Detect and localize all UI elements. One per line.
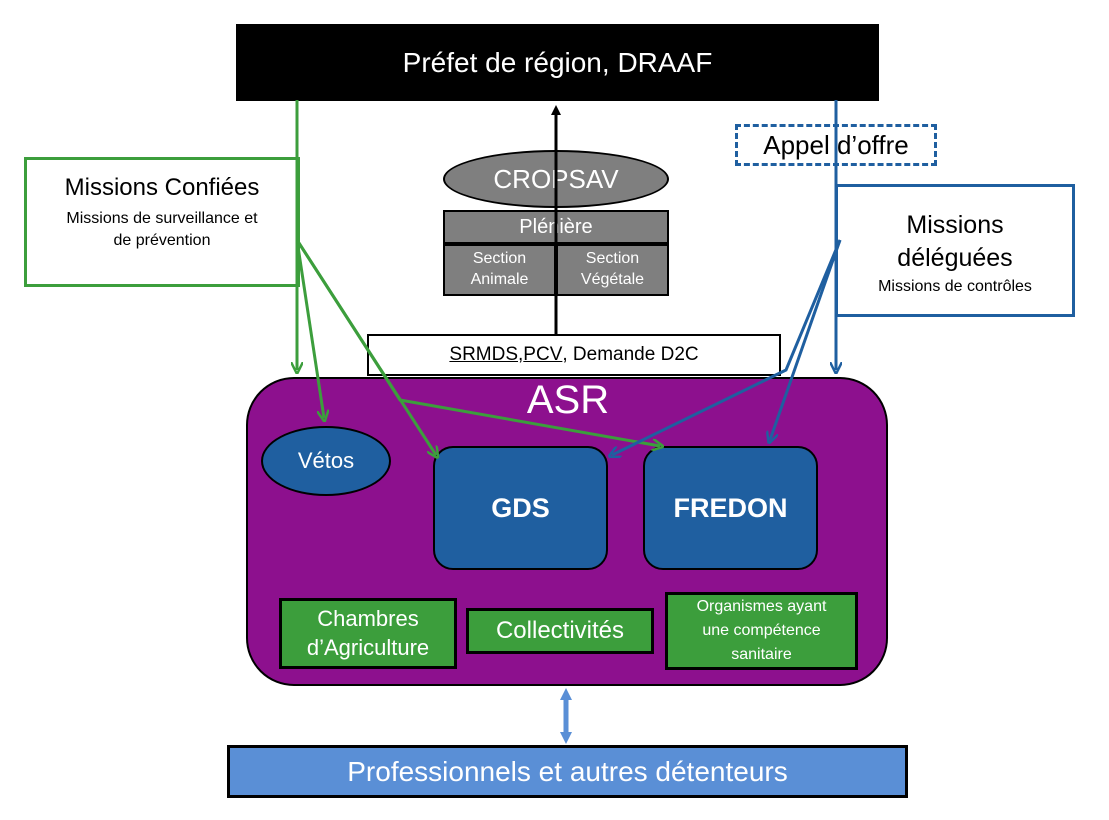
srmds-link: SRMDS bbox=[449, 344, 519, 365]
section-animale-line2: Animale bbox=[470, 271, 529, 288]
section-animale-line1: Section bbox=[472, 250, 527, 268]
section-vegetale-box: Section Végétale bbox=[556, 244, 669, 296]
organismes-line1: Organismes ayant bbox=[696, 598, 827, 615]
chambres-line2: d’Agriculture bbox=[306, 634, 430, 660]
gds-box: GDS bbox=[433, 446, 608, 570]
pleniere-box: Plénière bbox=[443, 210, 669, 244]
organismes-box: Organismes ayant une compétence sanitair… bbox=[665, 592, 858, 670]
appel-offre-box: Appel d’offre bbox=[735, 124, 937, 166]
asr-title: ASR bbox=[526, 377, 610, 422]
missions-confiees-title: Missions Confiées bbox=[64, 174, 260, 201]
organismes-line3: sanitaire bbox=[731, 646, 792, 663]
section-animale-box: Section Animale bbox=[443, 244, 556, 296]
missions-confiees-box: Missions Confiées Missions de surveillan… bbox=[24, 157, 300, 287]
vetos-ellipse: Vétos bbox=[261, 426, 391, 496]
cropsav-ellipse: CROPSAV bbox=[443, 150, 669, 208]
professionnels-box: Professionnels et autres détenteurs bbox=[227, 745, 908, 798]
chambres-line1: Chambres bbox=[317, 605, 419, 631]
demande-d2c-text: , Demande D2C bbox=[562, 344, 699, 365]
chambres-agriculture-box: Chambres d’Agriculture bbox=[279, 598, 457, 669]
prefet-box: Préfet de région, DRAAF bbox=[236, 24, 879, 101]
pcv-link: PCV bbox=[523, 344, 563, 365]
organismes-line2: une compétence bbox=[702, 622, 821, 639]
collectivites-box: Collectivités bbox=[466, 608, 654, 654]
missions-confiees-subtitle: Missions de surveillance et de préventio… bbox=[66, 210, 258, 250]
section-vegetale-line2: Végétale bbox=[580, 271, 645, 288]
srmds-box: SRMDS, PCV, Demande D2C bbox=[367, 334, 781, 376]
missions-deleguees-subtitle: Missions de contrôles bbox=[878, 278, 1032, 295]
section-vegetale-line1: Section bbox=[585, 250, 640, 268]
missions-deleguees-title: Missions déléguées bbox=[897, 211, 1013, 272]
fredon-box: FREDON bbox=[643, 446, 818, 570]
missions-deleguees-box: Missions déléguées Missions de contrôles bbox=[835, 184, 1075, 317]
